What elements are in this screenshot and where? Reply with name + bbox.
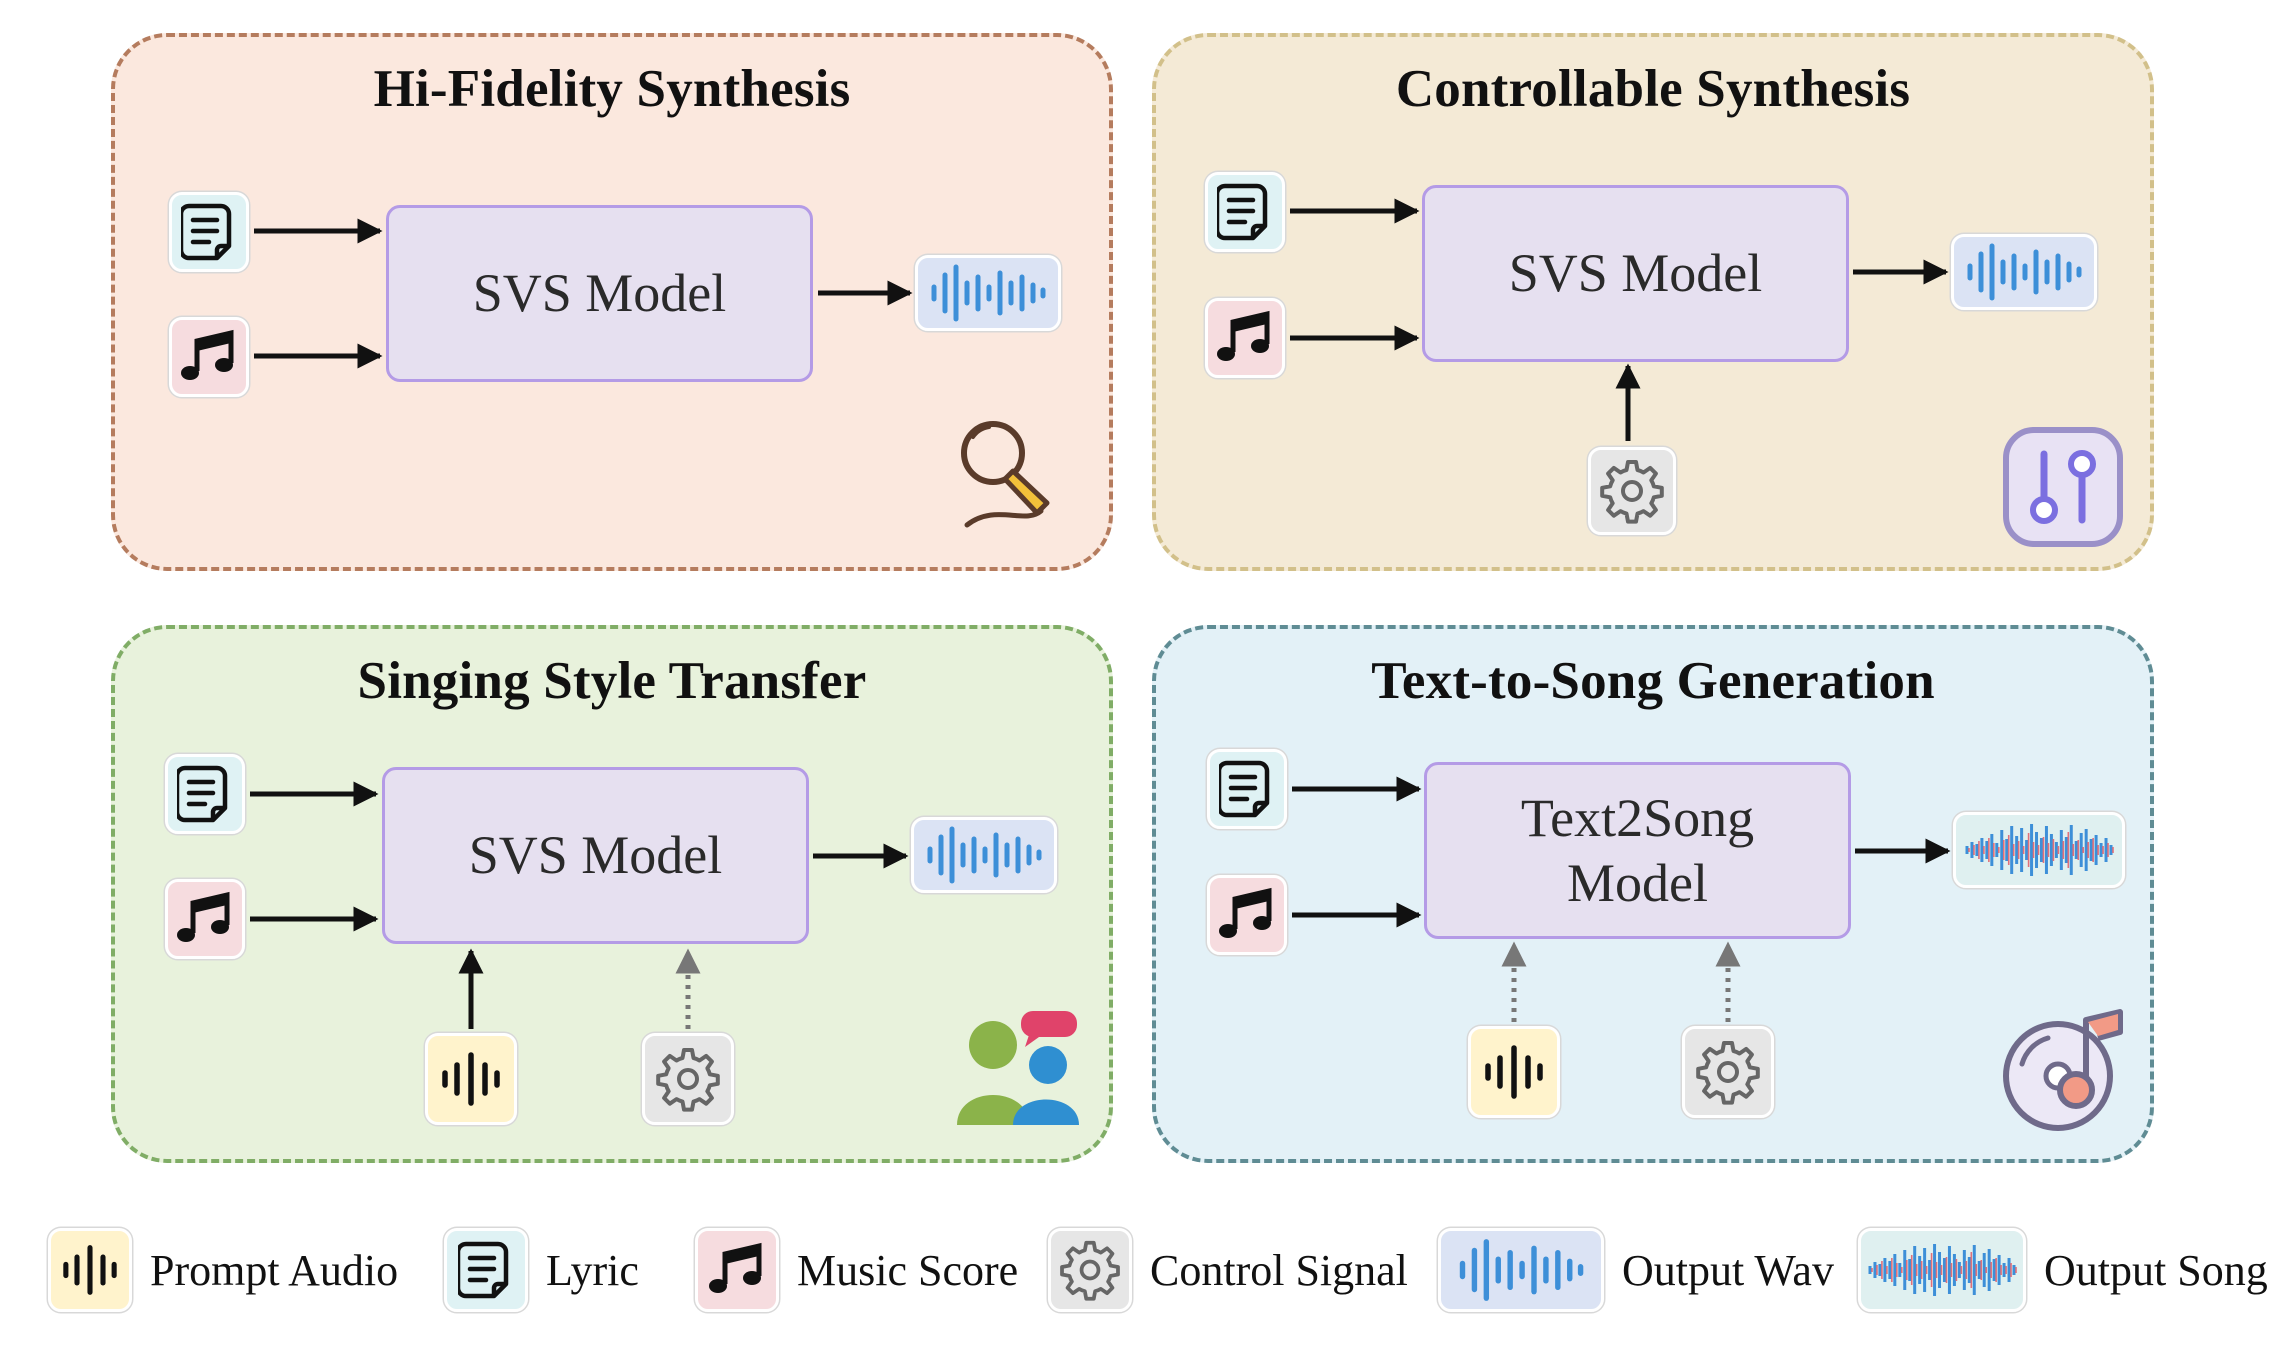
lyric-icon <box>169 192 249 272</box>
svs-model-box: SVS Model <box>1422 185 1849 362</box>
svs-model-box: SVS Model <box>382 767 809 944</box>
model-label-line2: Model <box>1567 852 1708 913</box>
panel-title: Singing Style Transfer <box>357 652 867 710</box>
legend-label: Output Song <box>2044 1245 2268 1295</box>
panel-title: Controllable Synthesis <box>1395 60 1911 118</box>
prompt-audio-icon <box>48 1228 132 1312</box>
people-chat-icon <box>955 1005 1080 1135</box>
gear-icon <box>642 1033 734 1125</box>
panel-title: Text-to-Song Generation <box>1371 652 1935 710</box>
legend-item-output-song: Output Song <box>1858 1228 2268 1312</box>
model-label: SVS Model <box>1508 243 1763 304</box>
prompt-audio-icon <box>425 1033 517 1125</box>
svs-model-box: SVS Model <box>386 205 813 382</box>
music-score-icon <box>1207 875 1287 955</box>
output-song-icon <box>1953 812 2125 888</box>
legend-label: Output Wav <box>1622 1245 1834 1295</box>
output-wav-icon <box>915 255 1061 331</box>
sliders-icon <box>2000 424 2126 555</box>
model-label: SVS Model <box>472 263 727 324</box>
lyric-icon <box>1205 172 1285 252</box>
model-label: SVS Model <box>468 825 723 886</box>
music-disc-icon <box>2000 1004 2130 1139</box>
gear-icon <box>1588 447 1676 535</box>
waveform-icon <box>1438 1228 1604 1312</box>
text2song-model-box: Text2Song Model <box>1424 762 1851 939</box>
legend-item-prompt-audio: Prompt Audio <box>48 1228 398 1312</box>
legend-label: Music Score <box>797 1245 1019 1295</box>
output-wav-icon <box>1951 234 2097 310</box>
gear-icon <box>1048 1228 1132 1312</box>
music-score-icon <box>695 1228 779 1312</box>
song-wave <box>1965 824 2114 876</box>
panel-title: Hi-Fidelity Synthesis <box>373 60 851 118</box>
output-wav-icon <box>911 817 1057 893</box>
legend-item-lyric: Lyric <box>444 1228 639 1312</box>
legend-label: Control Signal <box>1150 1245 1408 1295</box>
legend-item-output-wav: Output Wav <box>1438 1228 1834 1312</box>
music-score-icon <box>1205 298 1285 378</box>
microphone-icon <box>955 415 1075 540</box>
music-score-icon <box>165 879 245 959</box>
lyric-icon <box>444 1228 528 1312</box>
music-score-icon <box>169 317 249 397</box>
legend-item-control-signal: Control Signal <box>1048 1228 1408 1312</box>
gear-icon <box>1682 1026 1774 1118</box>
prompt-audio-icon <box>1468 1026 1560 1118</box>
song-waveform-icon <box>1858 1228 2026 1312</box>
model-label-line1: Text2Song <box>1520 787 1755 848</box>
lyric-icon <box>1207 749 1287 829</box>
legend-item-music-score: Music Score <box>695 1228 1018 1312</box>
legend-label: Lyric <box>546 1245 639 1295</box>
lyric-icon <box>165 754 245 834</box>
song-wave <box>1868 1244 2017 1296</box>
legend-label: Prompt Audio <box>150 1245 399 1295</box>
